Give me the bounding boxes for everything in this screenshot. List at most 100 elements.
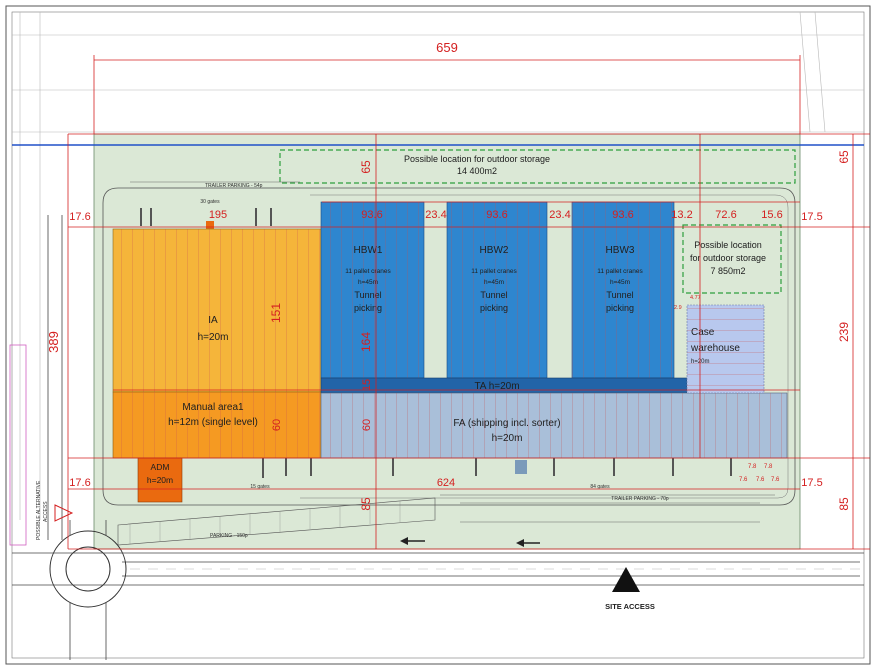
ia-name: IA <box>208 315 218 326</box>
dim-small-3: 7.8 <box>748 464 757 470</box>
top-docks <box>140 208 272 226</box>
dim-side-right-bottom: 17.5 <box>801 477 822 489</box>
hbw3-tunnel: Tunnel <box>606 290 633 300</box>
fa-grid <box>321 393 787 458</box>
roundabout-island <box>65 546 111 592</box>
hbw2-labels: HBW2 11 pallet cranes h=45m Tunnel picki… <box>471 245 517 313</box>
hbw3-height: h=45m <box>610 279 630 286</box>
gates-bottom-left-label: 15 gates <box>250 484 270 490</box>
dim-storage-width: 72.6 <box>715 209 736 221</box>
hbw2-tunnel: Tunnel <box>480 290 507 300</box>
dim-bottom-margin-left: 85 <box>359 497 373 511</box>
dim-hbw-depth: 164 <box>359 332 373 352</box>
alt-access-label-2: ACCESS <box>43 501 49 522</box>
trailer-parking-bottom <box>440 494 775 523</box>
drawing-frame <box>5 5 871 665</box>
fa-name: FA (shipping incl. sorter) <box>453 418 560 429</box>
hbw1-picking: picking <box>354 303 382 313</box>
dim-ia-width: 195 <box>209 209 227 221</box>
magenta-boundary <box>9 344 27 546</box>
outdoor-right-line1: Possible location <box>694 240 762 250</box>
hbw3-cranes: 11 pallet cranes <box>597 268 643 275</box>
dim-total-depth: 389 <box>46 331 61 353</box>
hbw3-labels: HBW3 11 pallet cranes h=45m Tunnel picki… <box>597 245 643 313</box>
hbw3-name: HBW3 <box>606 245 635 256</box>
parking-label: PARKING - 150p <box>210 533 248 539</box>
dim-side-left-top: 17.6 <box>69 211 90 223</box>
top-orange-block <box>206 221 214 229</box>
roundabout-legs <box>69 520 107 660</box>
bottom-docks <box>262 458 732 478</box>
hbw2-height: h=45m <box>484 279 504 286</box>
dim-small-2: 4.77 <box>690 295 701 301</box>
trailer-parking-top <box>130 181 300 189</box>
dim-fa-depth: 60 <box>361 419 373 431</box>
alt-access-arrow <box>54 504 74 522</box>
inner-frame <box>11 11 865 659</box>
dim-hbw-1: 93.6 <box>361 209 382 221</box>
ia-height: h=20m <box>198 332 229 343</box>
dim-small-6: 7.6 <box>756 477 765 483</box>
alt-access-road <box>47 215 63 540</box>
adm-name: ADM <box>151 462 170 472</box>
site-access-icon <box>612 567 640 592</box>
adm-height: h=20m <box>147 475 173 485</box>
dim-hbw-3: 93.6 <box>612 209 633 221</box>
dim-bottom-margin-right: 85 <box>837 497 851 511</box>
hbw2-grid <box>447 202 547 378</box>
case-line2: warehouse <box>690 343 740 354</box>
internal-road-inner <box>300 194 789 499</box>
internal-road <box>102 187 796 506</box>
hbw1-name: HBW1 <box>354 245 383 256</box>
outdoor-storage-top <box>279 149 796 184</box>
dim-gap-1: 23.4 <box>425 209 446 221</box>
dim-building-width: 624 <box>437 477 455 489</box>
dim-ia-depth: 151 <box>269 303 283 323</box>
outdoor-right-line3: 7 850m2 <box>710 266 745 276</box>
dim-small-7: 7.6 <box>771 477 780 483</box>
dim-ta-depth: 15 <box>361 379 373 391</box>
car-parking-stalls <box>129 501 401 544</box>
trailer-bottom-label: TRAILER PARKING - 70p <box>611 496 669 502</box>
car-parking <box>117 497 436 546</box>
ta-label: TA h=20m <box>474 381 519 392</box>
alt-access-label-1: POSSIBLE ALTERNATIVE <box>36 480 42 540</box>
dim-right-depth: 239 <box>837 322 851 342</box>
hbw2-cranes: 11 pallet cranes <box>471 268 517 275</box>
dimension-lines <box>67 55 870 550</box>
manual-grid <box>113 392 321 458</box>
hbw1-labels: HBW1 11 pallet cranes h=45m Tunnel picki… <box>345 245 391 313</box>
hbw1-tunnel: Tunnel <box>354 290 381 300</box>
outdoor-top-line1: Possible location for outdoor storage <box>404 154 550 164</box>
outdoor-top-line2: 14 400m2 <box>457 166 497 176</box>
gates-top-label: 30 gates <box>200 199 220 205</box>
dim-manual-depth: 60 <box>271 419 283 431</box>
dim-small-5: 7.6 <box>739 477 748 483</box>
dim-small-4: 7.8 <box>764 464 773 470</box>
direction-arrows <box>400 537 540 547</box>
dim-gap-3: 13.2 <box>671 209 692 221</box>
outdoor-right-line2: for outdoor storage <box>690 253 766 263</box>
hbw2-name: HBW2 <box>480 245 509 256</box>
roundabout <box>49 530 127 608</box>
hbw3-picking: picking <box>606 303 634 313</box>
ia-grid <box>113 229 321 392</box>
dim-hbw-2: 93.6 <box>486 209 507 221</box>
dim-top-margin-left: 65 <box>359 160 373 174</box>
dim-storage-margin: 15.6 <box>761 209 782 221</box>
hbw3-grid <box>572 202 674 378</box>
dim-side-left-bottom: 17.6 <box>69 477 90 489</box>
manual-height: h=12m (single level) <box>168 417 258 428</box>
trailer-top-label: TRAILER PARKING - 54p <box>205 183 263 189</box>
neighbour-lines <box>12 11 864 520</box>
hbw1-grid <box>321 202 424 378</box>
dim-top-margin-right: 65 <box>837 150 851 164</box>
dim-gap-2: 23.4 <box>549 209 570 221</box>
dim-side-right-top: 17.5 <box>801 211 822 223</box>
fa-height: h=20m <box>492 433 523 444</box>
outdoor-storage-right <box>682 224 782 294</box>
gates-bottom-right-label: 84 gates <box>590 484 610 490</box>
site-access-label: SITE ACCESS <box>605 602 655 611</box>
case-line1: Case <box>691 327 715 338</box>
